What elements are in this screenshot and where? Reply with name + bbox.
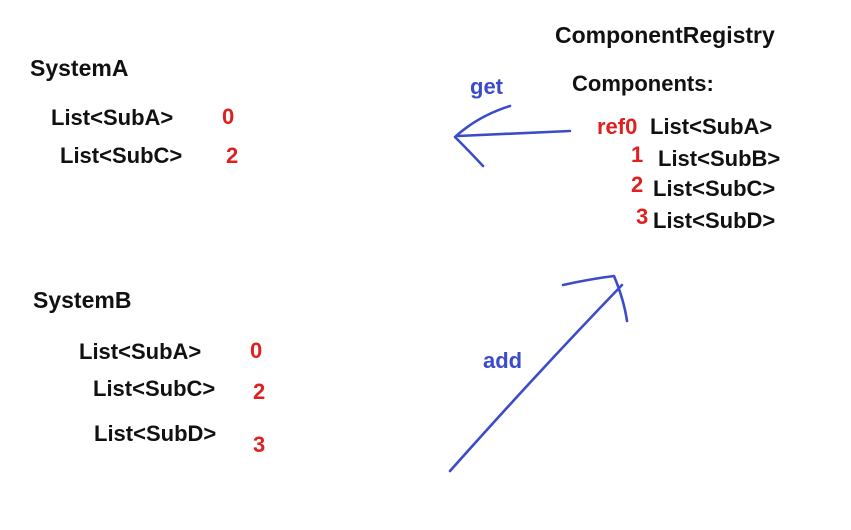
registry-item-subd-ref: 3 [636,204,649,229]
add-arrow-head [561,274,629,323]
system-a-title: SystemA [30,55,129,81]
system-b-item-suba: List<SubA> [79,339,202,364]
registry-title: ComponentRegistry [555,22,775,48]
registry-components-label: Components: [572,71,714,96]
get-arrow-label: get [470,74,503,99]
registry-item-suba: List<SubA> [650,114,773,139]
system-b-item-subd: List<SubD> [94,421,217,446]
system-b-item-subc: List<SubC> [93,376,216,401]
system-a-item-subc: List<SubC> [60,143,183,168]
add-arrow-label: add [483,348,523,373]
registry-item-subc: List<SubC> [653,176,776,201]
get-arrow-head [453,104,512,168]
get-arrow-shaft [456,129,572,138]
registry-item-subd: List<SubD> [653,208,776,233]
system-a-item-suba-ref: 0 [222,104,235,129]
system-b-item-subc-ref: 2 [253,379,266,404]
system-b-item-subd-ref: 3 [253,432,266,457]
system-a-item-subc-ref: 2 [226,143,239,168]
system-b-item-suba-ref: 0 [250,338,263,363]
system-a-item-suba: List<SubA> [51,105,174,130]
registry-item-subc-ref: 2 [631,172,644,197]
add-arrow-shaft [448,283,624,473]
registry-item-subb-ref: 1 [631,142,644,167]
registry-item-subb: List<SubB> [658,146,781,171]
registry-item-suba-ref: ref0 [597,114,638,139]
system-b-title: SystemB [33,287,132,313]
